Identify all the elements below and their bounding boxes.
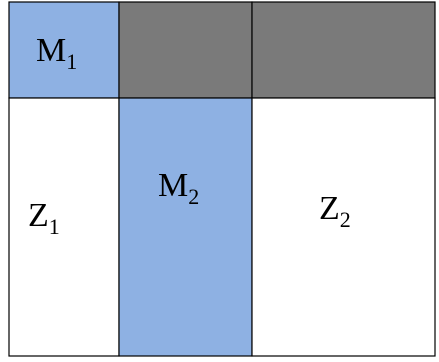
label-z2-sub: 2 (340, 207, 351, 232)
label-m1: M1 (36, 32, 77, 74)
label-m1-base: M (36, 32, 66, 69)
label-z1-sub: 1 (49, 214, 60, 239)
label-z2: Z2 (319, 190, 351, 232)
label-z2-base: Z (319, 190, 340, 227)
cell-top-gray-left (118, 1, 253, 99)
cell-m1 (8, 1, 120, 99)
cell-m2 (118, 97, 253, 357)
label-m1-sub: 1 (66, 49, 77, 74)
cell-z1 (8, 97, 120, 357)
label-m2-base: M (158, 167, 188, 204)
label-z1: Z1 (28, 197, 60, 239)
label-z1-base: Z (28, 197, 49, 234)
cell-z2 (251, 97, 436, 357)
label-m2-sub: 2 (188, 184, 199, 209)
label-m2: M2 (158, 167, 199, 209)
cell-top-gray-right (251, 1, 436, 99)
